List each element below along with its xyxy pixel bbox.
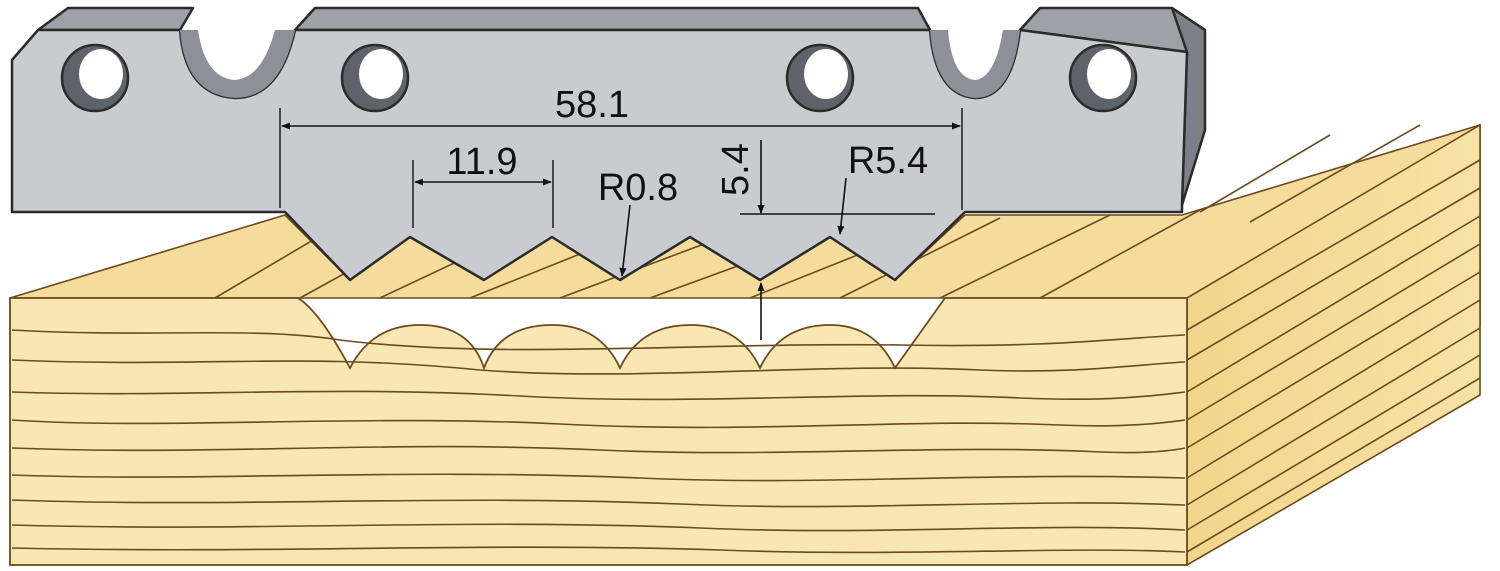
knife-notch-right xyxy=(930,30,1020,98)
wood-front-face xyxy=(9,297,1188,566)
mounting-hole-icon xyxy=(340,43,410,113)
mounting-holes xyxy=(60,43,1138,113)
tip-radius-leader xyxy=(619,204,631,277)
tip-radius-label: R0.8 xyxy=(598,167,678,209)
wood-block xyxy=(9,123,1481,567)
overall-width-label: 58.1 xyxy=(555,84,629,126)
mounting-hole-icon xyxy=(60,43,130,113)
mounting-hole-icon xyxy=(785,43,855,113)
knife-notch-left xyxy=(180,30,295,98)
front-grain xyxy=(11,329,1186,554)
knife-right-chamfer xyxy=(1170,6,1207,207)
profile-depth-label: 5.4 xyxy=(715,143,757,196)
dimension-annotations: 58.1 11.9 R0.8 5.4 R5.4 xyxy=(279,84,963,340)
profile-knife xyxy=(10,6,1207,282)
side-grain xyxy=(1186,159,1481,553)
profile-radius-leader xyxy=(837,177,847,235)
pitch-label: 11.9 xyxy=(446,141,517,183)
mounting-hole-icon xyxy=(1068,43,1138,113)
profile-radius-label: R5.4 xyxy=(848,140,928,182)
